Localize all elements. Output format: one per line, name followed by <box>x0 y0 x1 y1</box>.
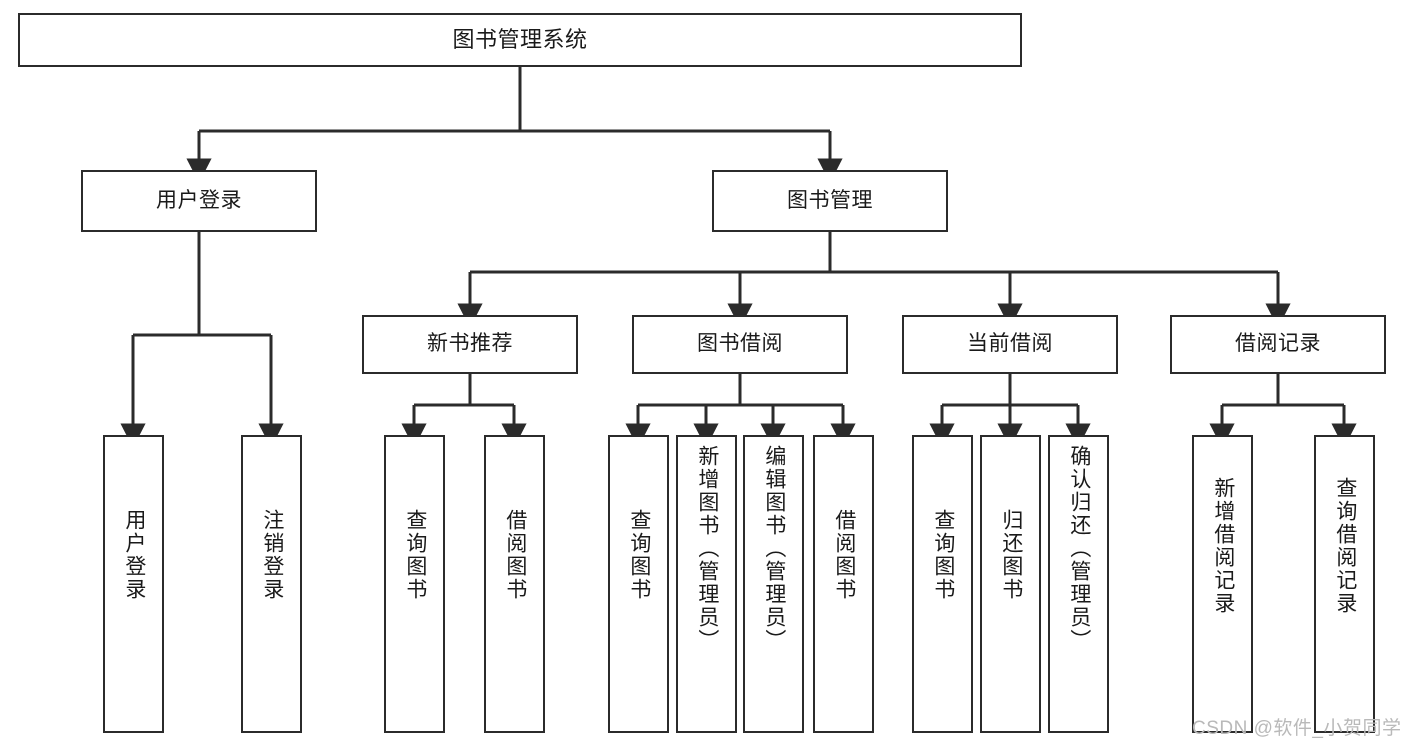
leaf-edit-book[interactable]: 编辑图书（管理员） <box>743 435 804 733</box>
leaf-borrow-book-2-label: 借阅图书 <box>832 509 856 601</box>
node-book-manage[interactable]: 图书管理 <box>712 170 948 232</box>
leaf-confirm-return[interactable]: 确认归还（管理员） <box>1048 435 1109 733</box>
leaf-user-login[interactable]: 用户登录 <box>103 435 164 733</box>
leaf-query-book-1-label: 查询图书 <box>403 509 427 601</box>
leaf-confirm-return-label: 确认归还（管理员） <box>1067 445 1091 652</box>
node-book-manage-label: 图书管理 <box>787 188 873 212</box>
node-root-label: 图书管理系统 <box>452 27 588 53</box>
node-borrow-record[interactable]: 借阅记录 <box>1170 315 1386 374</box>
leaf-query-book-2-label: 查询图书 <box>627 509 651 601</box>
node-user-login-label: 用户登录 <box>156 188 242 212</box>
watermark-text: CSDN @软件_小贺同学 <box>1192 718 1402 739</box>
leaf-query-book-2[interactable]: 查询图书 <box>608 435 669 733</box>
leaf-query-book-3[interactable]: 查询图书 <box>912 435 973 733</box>
node-root[interactable]: 图书管理系统 <box>18 13 1022 67</box>
leaf-user-logout-label: 注销登录 <box>260 509 284 601</box>
leaf-return-book[interactable]: 归还图书 <box>980 435 1041 733</box>
node-current-borrow-label: 当前借阅 <box>967 332 1053 356</box>
leaf-borrow-book-2[interactable]: 借阅图书 <box>813 435 874 733</box>
node-new-book-recommend[interactable]: 新书推荐 <box>362 315 578 374</box>
leaf-add-record-label: 新增借阅记录 <box>1211 477 1235 615</box>
leaf-return-book-label: 归还图书 <box>999 509 1023 601</box>
node-book-borrow[interactable]: 图书借阅 <box>632 315 848 374</box>
leaf-query-book-1[interactable]: 查询图书 <box>384 435 445 733</box>
node-new-book-recommend-label: 新书推荐 <box>427 332 513 356</box>
node-current-borrow[interactable]: 当前借阅 <box>902 315 1118 374</box>
leaf-add-record[interactable]: 新增借阅记录 <box>1192 435 1253 733</box>
leaf-user-logout[interactable]: 注销登录 <box>241 435 302 733</box>
node-borrow-record-label: 借阅记录 <box>1235 332 1321 356</box>
leaf-query-record-label: 查询借阅记录 <box>1333 477 1357 615</box>
leaf-query-record[interactable]: 查询借阅记录 <box>1314 435 1375 733</box>
leaf-add-book[interactable]: 新增图书（管理员） <box>676 435 737 733</box>
leaf-edit-book-label: 编辑图书（管理员） <box>762 445 786 652</box>
leaf-query-book-3-label: 查询图书 <box>931 509 955 601</box>
node-book-borrow-label: 图书借阅 <box>697 332 783 356</box>
leaf-add-book-label: 新增图书（管理员） <box>695 445 719 652</box>
leaf-user-login-label: 用户登录 <box>122 509 146 601</box>
node-user-login[interactable]: 用户登录 <box>81 170 317 232</box>
leaf-borrow-book-1[interactable]: 借阅图书 <box>484 435 545 733</box>
leaf-borrow-book-1-label: 借阅图书 <box>503 509 527 601</box>
